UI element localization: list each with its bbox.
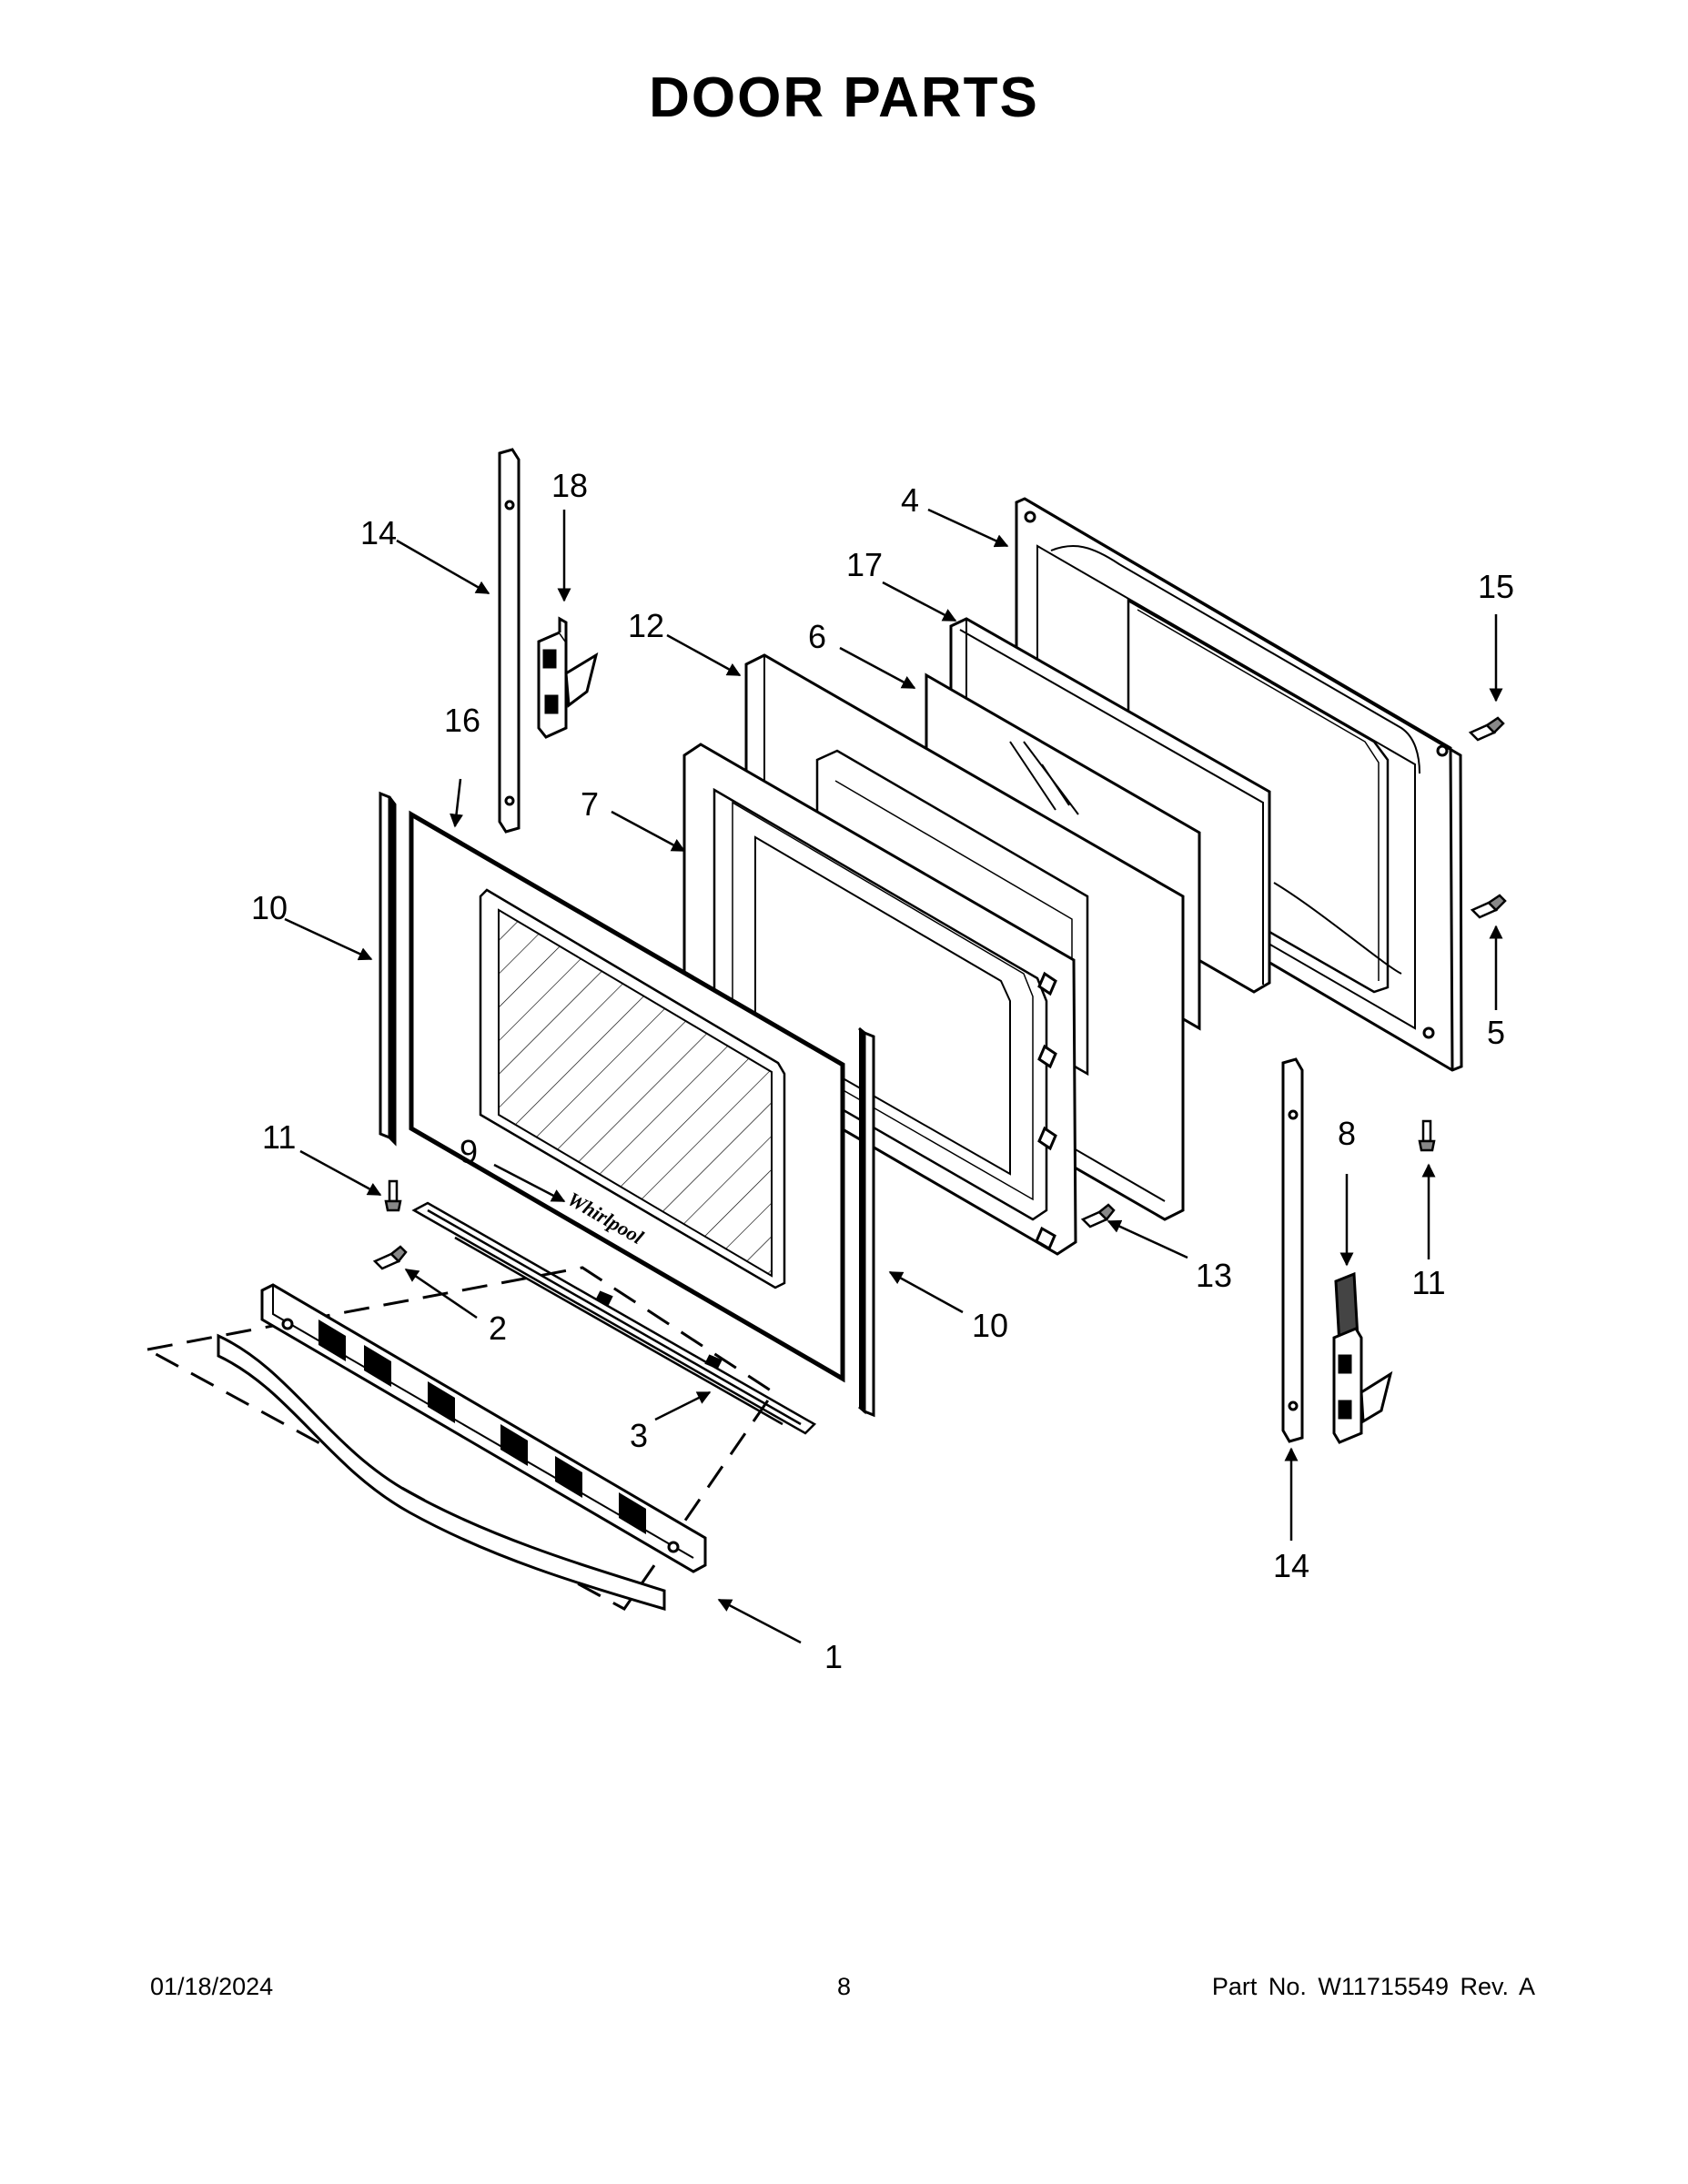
callout-10-right: 10 [972, 1307, 1008, 1344]
callout-7: 7 [581, 785, 599, 823]
callout-10-left: 10 [251, 889, 288, 926]
callout-12: 12 [628, 607, 664, 644]
callout-15: 15 [1478, 568, 1514, 605]
part-door-side-trim-left [379, 791, 397, 1147]
footer-page-number: 8 [836, 1973, 852, 2000]
page-title: DOOR PARTS [649, 66, 1039, 129]
callout-14-left: 14 [360, 514, 397, 551]
callout-2: 2 [489, 1309, 507, 1347]
footer-part-number: Part No. W11715549 Rev. A [1211, 1973, 1535, 2000]
callout-4: 4 [901, 481, 919, 519]
screw-part-5 [1470, 894, 1507, 919]
callout-11-right: 11 [1411, 1264, 1445, 1301]
part-door-handle-vent [143, 1266, 776, 1611]
part-hinge-receiver-right [1281, 1057, 1304, 1443]
part-door-side-trim-right [858, 1026, 875, 1418]
callout-5: 5 [1487, 1014, 1505, 1051]
part-hinge-receiver-left [498, 448, 521, 834]
part-outer-door-glass [409, 810, 845, 1383]
callout-3: 3 [630, 1417, 648, 1454]
callout-leaders [284, 508, 1503, 1644]
screw-part-11-left [384, 1179, 402, 1212]
part-hinge-left [537, 616, 599, 739]
part-hinge-right [1332, 1271, 1393, 1444]
callout-1: 1 [824, 1638, 843, 1675]
screw-part-13 [1080, 1203, 1116, 1228]
callout-13: 13 [1196, 1257, 1232, 1294]
screw-part-15 [1468, 716, 1505, 742]
callout-16: 16 [444, 702, 480, 739]
screw-part-2 [372, 1245, 408, 1270]
callout-8: 8 [1338, 1115, 1356, 1152]
footer-date: 01/18/2024 [150, 1973, 274, 2000]
screw-part-11-right [1418, 1119, 1436, 1152]
callout-6: 6 [808, 618, 826, 655]
callout-14-right: 14 [1273, 1547, 1309, 1584]
callout-17: 17 [846, 546, 883, 583]
callout-11-left: 11 [262, 1118, 296, 1156]
part-door-bottom-support [411, 1201, 817, 1435]
callout-18: 18 [551, 467, 588, 504]
callout-9: 9 [460, 1133, 478, 1170]
